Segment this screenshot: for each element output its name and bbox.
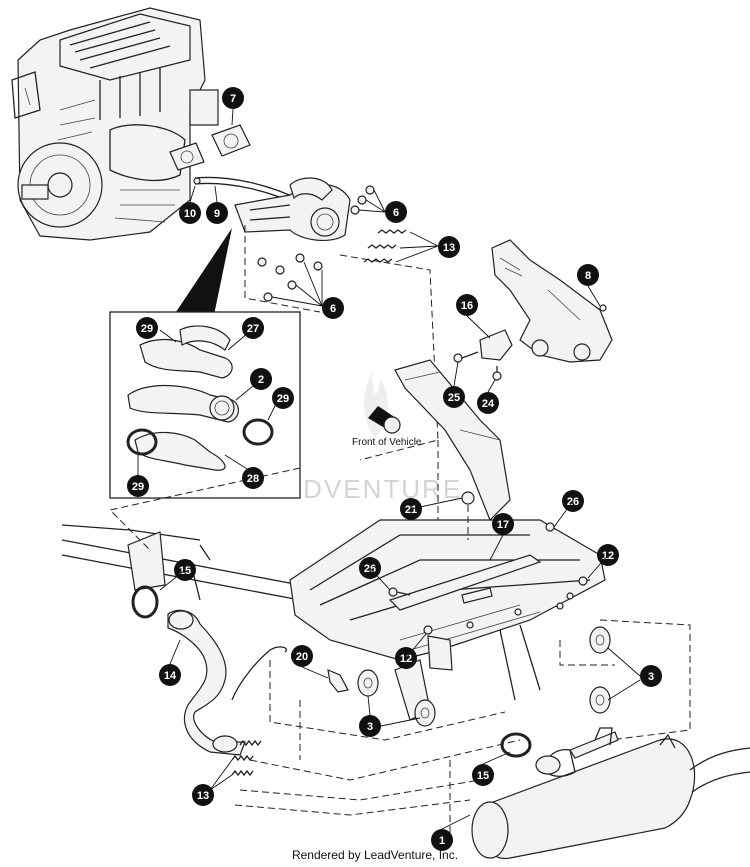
- spring-group-lower: [209, 739, 262, 791]
- svg-text:3: 3: [648, 671, 654, 683]
- callout-24: 24: [477, 392, 499, 414]
- exhaust-manifold: [234, 177, 351, 242]
- callout-27: 27: [242, 317, 264, 339]
- svg-text:9: 9: [214, 208, 220, 220]
- callout-2: 2: [250, 368, 272, 390]
- callout-8: 8: [577, 264, 599, 286]
- exhaust-pipe: [131, 585, 287, 756]
- svg-text:12: 12: [400, 653, 412, 665]
- svg-text:24: 24: [482, 398, 495, 410]
- frame-bolts: [388, 522, 588, 635]
- svg-text:13: 13: [197, 790, 209, 802]
- callout-6-top: 6: [385, 201, 407, 223]
- svg-text:27: 27: [247, 323, 259, 335]
- callout-13-top: 13: [438, 236, 460, 258]
- callout-20: 20: [291, 645, 313, 667]
- front-of-vehicle-arrow-icon: [368, 406, 401, 434]
- callout-3-left: 3: [359, 715, 381, 737]
- callout-25: 25: [443, 386, 465, 408]
- rubber-isolators: [357, 626, 611, 727]
- detail-pointer: [176, 228, 232, 315]
- detail-box: [109, 311, 301, 499]
- mount-bracket: [491, 239, 613, 363]
- footer-credit: Rendered by LeadVenture, Inc.: [291, 848, 459, 862]
- svg-text:2: 2: [258, 374, 264, 386]
- exhaust-gasket: [169, 124, 251, 171]
- svg-text:15: 15: [179, 565, 191, 577]
- callout-29-a: 29: [136, 317, 158, 339]
- svg-text:15: 15: [477, 770, 489, 782]
- svg-text:6: 6: [393, 207, 399, 219]
- svg-text:1: 1: [439, 835, 445, 847]
- svg-text:3: 3: [367, 721, 373, 733]
- callout-15-lower: 15: [472, 764, 494, 786]
- vehicle-frame: [61, 359, 606, 721]
- front-of-vehicle-label: Front of Vehicle: [352, 437, 422, 448]
- nut: [461, 491, 475, 505]
- svg-text:28: 28: [247, 473, 259, 485]
- svg-text:25: 25: [448, 392, 460, 404]
- svg-text:7: 7: [230, 93, 236, 105]
- callout-14: 14: [159, 664, 181, 686]
- callout-29-c: 29: [127, 475, 149, 497]
- svg-text:29: 29: [141, 323, 153, 335]
- o2-connector: [327, 669, 349, 693]
- engine-block: [11, 7, 219, 241]
- callout-13-lower: 13: [192, 784, 214, 806]
- svg-text:17: 17: [497, 519, 509, 531]
- callout-29-b: 29: [272, 387, 294, 409]
- callout-3-right: 3: [640, 665, 662, 687]
- svg-text:6: 6: [330, 303, 336, 315]
- svg-text:8: 8: [585, 270, 591, 282]
- callout-1: 1: [431, 829, 453, 851]
- svg-text:13: 13: [443, 242, 455, 254]
- svg-text:14: 14: [164, 670, 177, 682]
- callout-16: 16: [456, 294, 478, 316]
- svg-text:21: 21: [405, 504, 417, 516]
- svg-text:16: 16: [461, 300, 473, 312]
- spring-group-top: [363, 229, 439, 263]
- callout-17: 17: [492, 513, 514, 535]
- muffler: [471, 727, 750, 860]
- callout-9: 9: [206, 202, 228, 224]
- bolt-group-lower: [257, 253, 323, 307]
- svg-text:10: 10: [184, 208, 196, 220]
- svg-text:20: 20: [296, 651, 308, 663]
- svg-text:29: 29: [277, 393, 289, 405]
- callout-6-lower: 6: [322, 297, 344, 319]
- bolt-group-top: [350, 185, 386, 215]
- svg-text:29: 29: [132, 481, 144, 493]
- pipe-gasket: [500, 732, 532, 758]
- callout-7: 7: [222, 87, 244, 109]
- small-bracket: [453, 329, 513, 381]
- callout-28: 28: [242, 467, 264, 489]
- callout-10: 10: [179, 202, 201, 224]
